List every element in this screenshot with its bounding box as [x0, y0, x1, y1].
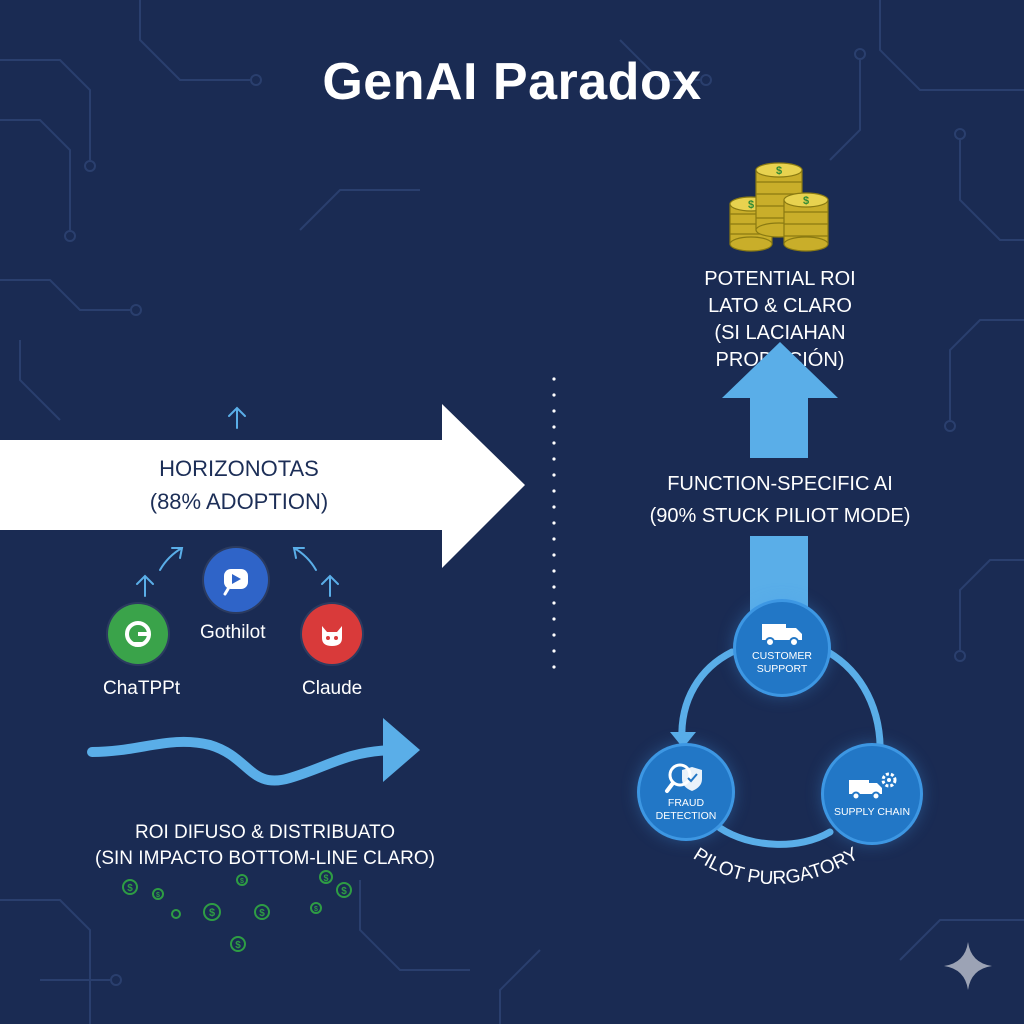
coin-symbol: $	[776, 165, 782, 177]
sparkle-icon	[944, 942, 992, 990]
claude-logo-icon	[302, 604, 362, 664]
scattered-dollar-coins: $ $ $ $ $ $ $ $ $	[122, 870, 352, 952]
function-specific-line-1: FUNCTION-SPECIFIC AI	[667, 473, 893, 495]
svg-text:$: $	[323, 873, 328, 883]
pilot-purgatory-label: PILOT PURGATORY	[690, 843, 863, 889]
potential-line-1: POTENTIAL ROI	[704, 268, 856, 290]
svg-text:$: $	[314, 906, 318, 913]
adoption-up-arrows	[136, 406, 339, 597]
page-title: GenAI Paradox	[322, 53, 702, 111]
chatgpt-logo-icon	[108, 604, 168, 664]
svg-text:$: $	[341, 886, 347, 897]
app-label-copilot: Gothilot	[200, 622, 266, 643]
customer-support-node: CUSTOMER SUPPORT	[736, 602, 828, 694]
copilot-logo-icon	[204, 548, 268, 612]
svg-text:PILOT PURGATORY: PILOT PURGATORY	[690, 843, 863, 889]
fraud-detection-label: FRAUD DETECTION	[655, 797, 717, 822]
arrow-line-1: HORIZONOTAS	[159, 456, 319, 481]
app-label-claude: Claude	[302, 678, 363, 699]
svg-text:$: $	[240, 878, 244, 885]
roi-diffuse-line-1: ROI DIFUSO & DISTRIBUATO	[134, 822, 396, 843]
svg-text:$: $	[235, 940, 241, 951]
potential-line-3: (SI LACIAHAN	[714, 322, 846, 344]
dotted-divider	[552, 377, 556, 669]
horizontal-adoption-arrow	[0, 404, 525, 568]
supply-chain-label: SUPPLY CHAIN	[833, 805, 911, 818]
gold-coin-stacks-icon: $ $ $	[729, 162, 829, 252]
truck-gear-icon	[849, 772, 897, 800]
truck-icon	[762, 624, 802, 647]
roi-diffuse-line-2: (SIN IMPACTO BOTTOM-LINE CLARO)	[95, 848, 435, 869]
arrow-line-2: (88% ADOPTION)	[149, 489, 329, 514]
supply-chain-node: SUPPLY CHAIN	[824, 746, 920, 842]
function-specific-line-2: (90% STUCK PILIOT MODE)	[649, 505, 911, 527]
coin-symbol: $	[803, 195, 809, 207]
fraud-detection-node: FRAUD DETECTION	[640, 746, 732, 838]
svg-text:$: $	[259, 908, 265, 919]
potential-roi-text: POTENTIAL ROI LATO & CLARO (SI LACIAHAN …	[660, 266, 900, 374]
app-label-chatgpt: ChaTPPt	[103, 678, 181, 699]
shield-search-icon	[665, 763, 702, 793]
diffuse-roi-wave-arrow	[87, 718, 420, 786]
coin-symbol: $	[748, 199, 754, 211]
svg-text:$: $	[127, 883, 133, 894]
svg-text:$: $	[209, 907, 215, 919]
svg-text:$: $	[156, 892, 160, 899]
potential-line-2: LATO & CLARO	[708, 295, 852, 317]
customer-support-label: CUSTOMER SUPPORT	[752, 650, 812, 675]
